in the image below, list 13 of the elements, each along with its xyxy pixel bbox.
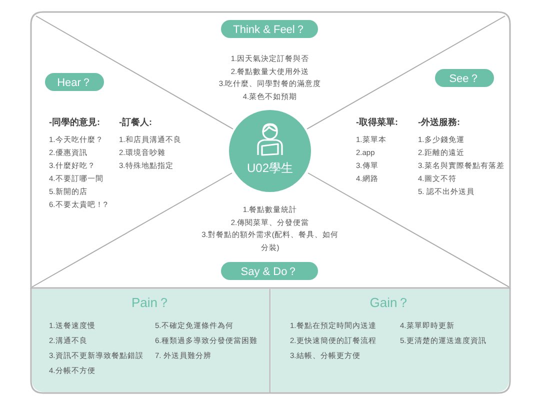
list-heading: -外送服務: — [418, 118, 460, 127]
section-tag: See？ — [435, 69, 494, 87]
list-heading: -取得菜單: — [356, 118, 398, 127]
pain-gain-panel — [271, 289, 509, 392]
section-tag: Say & Do？ — [221, 262, 318, 280]
pain-gain-panel — [32, 289, 270, 392]
section-tag: Think & Feel？ — [221, 20, 318, 38]
panel-heading: Gain？ — [370, 294, 410, 312]
panel-heading: Pain？ — [131, 294, 171, 312]
list-heading: -訂餐人: — [119, 118, 152, 127]
list-heading: -同學的意見: — [49, 118, 100, 127]
persona-name: U02學生 — [246, 160, 294, 177]
section-tag: Hear？ — [45, 73, 104, 91]
